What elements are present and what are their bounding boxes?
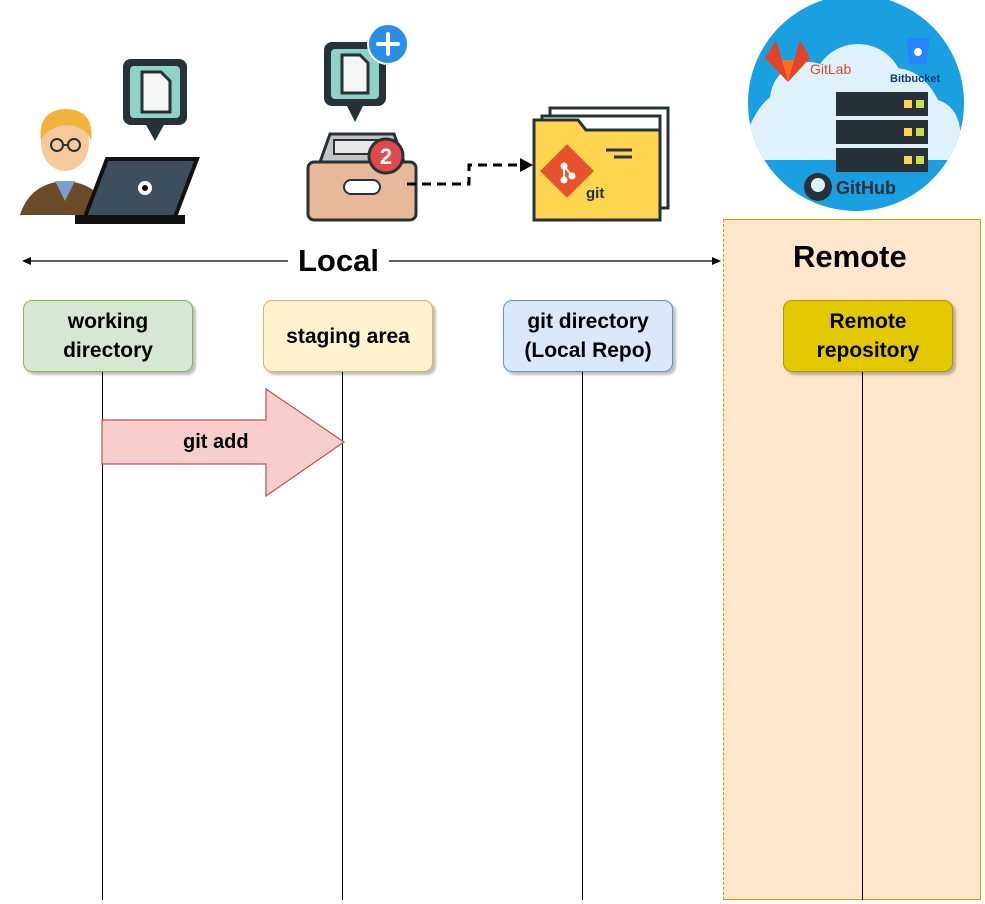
remote-repository-label: Remote repository [816,310,920,362]
working-directory-label: working directory [63,310,153,362]
staging-area-lifeline [342,371,343,900]
remote-repository-box: Remote repository [783,300,953,372]
local-heading: Local [288,241,389,281]
git-logo-text: git [586,185,604,202]
staging-area-box: staging area [263,300,433,372]
bitbucket-label: Bitbucket [890,73,940,85]
staging-badge-count: 2 [380,144,392,169]
git-add-label: git add [183,431,249,453]
github-label: GitHub [836,178,896,198]
developer-laptop-icon [20,59,200,224]
staging-inbox-icon: 2 [306,23,418,222]
git-directory-label: git directory (Local Repo) [524,310,652,362]
gitlab-label: GitLab [810,61,851,77]
remote-heading: Remote [793,239,907,274]
git-directory-lifeline [582,371,583,900]
staging-to-repo-dashed-arrow [407,158,533,186]
remote-repository-lifeline [862,371,863,900]
working-directory-box: working directory [23,300,193,372]
remote-hosting-cloud-icon: GitLab Bitbucket GitHub [748,0,964,211]
git-folder-icon: git [532,106,670,222]
git-directory-box: git directory (Local Repo) [503,300,673,372]
working-directory-lifeline [102,371,103,900]
git-add-arrow [101,387,346,498]
staging-area-label: staging area [286,324,410,348]
